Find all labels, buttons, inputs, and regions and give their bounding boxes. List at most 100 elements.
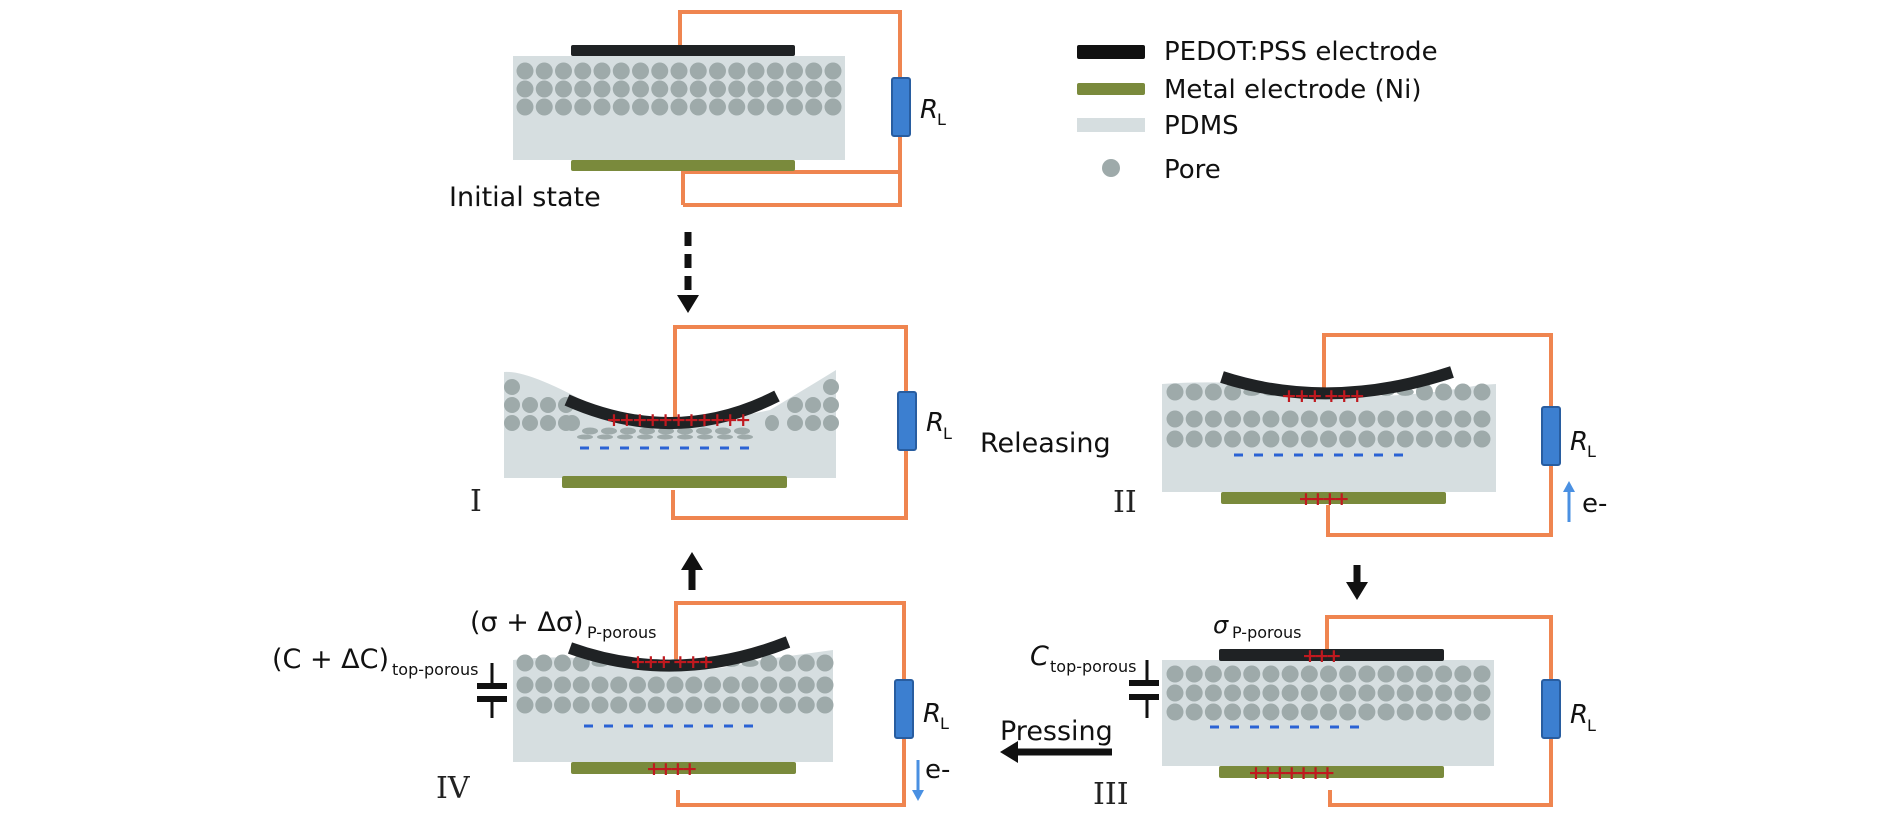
pore [1435,684,1453,702]
pore [1166,430,1184,448]
capacitance-label-sub: top-porous [1050,657,1136,676]
pore [1415,430,1433,448]
pore [704,676,721,694]
pore [1204,703,1222,721]
resistor-label: R [1570,700,1588,730]
pore [632,62,649,80]
pedot-electrode [1219,649,1444,661]
pore [1166,703,1184,721]
pore [1204,383,1222,401]
pore [1358,410,1376,428]
pore [805,80,823,98]
state-I: +++++++++++ R L I [470,325,952,520]
pore [766,80,784,98]
pore [1358,703,1376,721]
pedot-electrode-bent [1220,366,1454,400]
pore [593,98,611,116]
pore [1243,684,1261,702]
capacitance-label: C [1030,641,1049,672]
pore [1185,684,1203,702]
pore [1281,410,1299,428]
pore [572,696,590,714]
pore [824,62,842,80]
pore [647,696,665,714]
pore [651,98,669,116]
pore [737,434,753,440]
pore [1415,684,1433,702]
pore [612,62,630,80]
legend-label-pdms: PDMS [1164,111,1239,141]
dashed-down-arrow [677,232,699,313]
pore [610,676,628,694]
pore [535,696,553,714]
pore [797,696,815,714]
positive-charges-metal: +++++++ [1248,762,1334,784]
pore [766,62,784,80]
resistor-label: R [926,408,944,438]
pore [1377,684,1395,702]
pore [657,434,673,440]
positive-charges: +++++++++++ [606,409,749,431]
capacitance-label-sub: top-porous [392,660,478,679]
charge-density-label-sub: P-porous [587,623,657,642]
pore [629,676,646,694]
pore [1377,703,1395,721]
pore [1454,410,1472,428]
pore [1204,684,1222,702]
pore [632,80,649,98]
pore [1166,665,1184,683]
pore [1262,410,1280,428]
pore [689,62,707,80]
legend-label-pedot: PEDOT:PSS electrode [1164,37,1438,67]
pore [1415,665,1433,683]
pore [540,397,556,413]
pore [717,434,733,440]
pore [1454,684,1472,702]
pore [1396,665,1414,683]
pore [670,98,688,116]
pore [535,654,553,672]
pore [823,379,839,395]
pore [685,676,703,694]
metal-electrode [1219,766,1444,778]
electron-label: e- [925,755,950,785]
legend-swatch-pedot [1077,45,1145,59]
legend: PEDOT:PSS electrode Metal electrode (Ni)… [1077,37,1438,185]
pore [741,696,759,714]
resistor-label-sub: L [1587,716,1596,735]
pore [1396,430,1414,448]
pore [1377,430,1395,448]
electron-label: e- [1582,489,1607,519]
pore [677,427,693,435]
pore [787,397,803,413]
pore [554,676,571,694]
pore [1377,410,1395,428]
pore [689,98,707,116]
pore [1320,410,1337,428]
pore [797,654,815,672]
positive-charges-metal: ++++ [1298,488,1348,510]
pore [734,427,750,435]
pore [593,80,611,98]
state-numeral: III [1093,777,1129,812]
left-arrow [1000,741,1112,763]
pore [522,415,538,431]
initial-state: R L Initial state [449,10,946,213]
pore [1339,703,1357,721]
pore [824,98,842,116]
load-resistor [897,391,917,451]
pore [760,696,778,714]
resistor-label-sub: L [1587,442,1596,461]
pore [632,98,649,116]
pore [1320,684,1337,702]
pore [1339,410,1357,428]
pore [516,696,534,714]
pore [696,427,712,435]
load-resistor [894,679,914,739]
pore [1166,684,1184,702]
state-numeral: IV [436,771,471,806]
pore [522,397,538,413]
resistor-label: R [923,699,941,729]
pore [728,62,746,80]
